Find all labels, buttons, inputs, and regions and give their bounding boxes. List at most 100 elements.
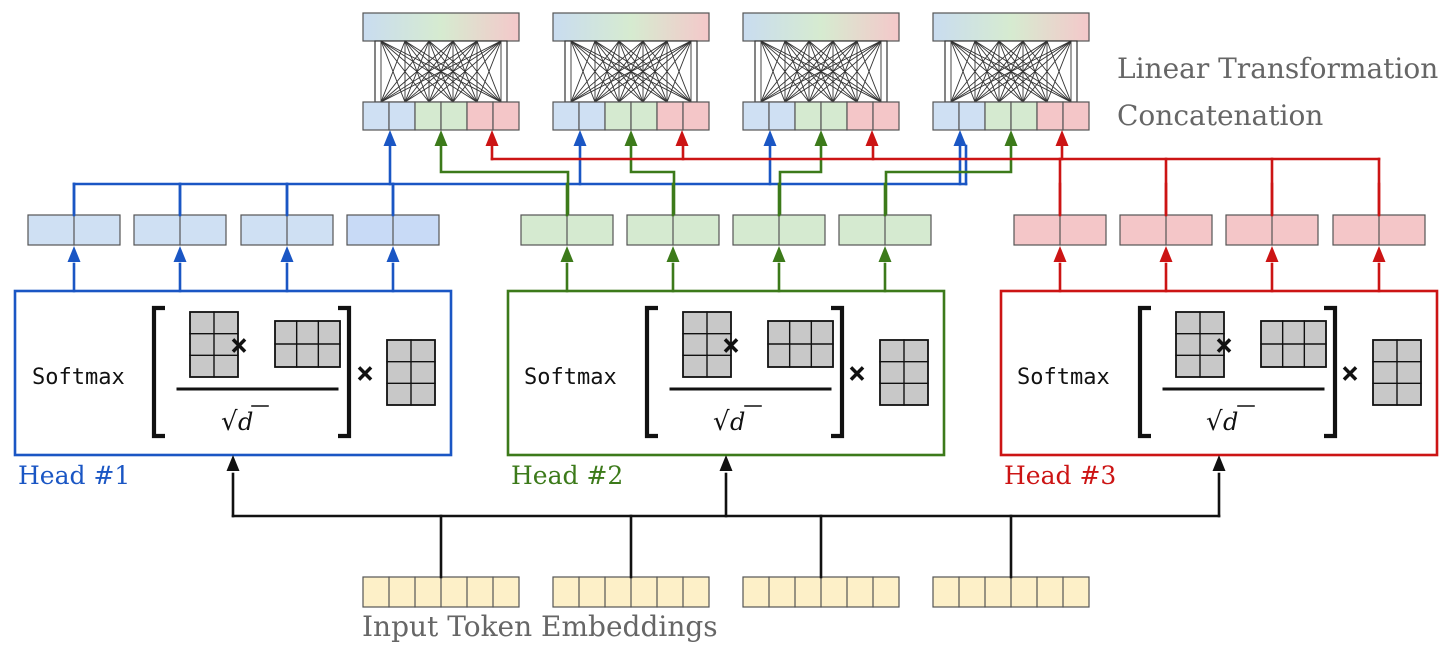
head-3-sqrt-icon: √ [1206,407,1223,437]
block-1-fully-connected-icon [374,40,508,103]
head-3-multiply-icon-outer: × [1341,356,1359,391]
head-2-multiply-icon-outer: × [848,356,866,391]
block-4-concat-cell [958,101,986,131]
head-1-softmax: Softmax [32,365,125,390]
block-1-weight-line [380,40,478,103]
linear-concat-group [362,12,1090,146]
head-2-route-1 [439,146,570,215]
head-1-output-arrow-icon [173,246,187,262]
head-1-multiply-icon-outer: × [356,356,374,391]
block-4-green-arrow-icon [1004,130,1018,146]
concatenation-label: Concatenation [1117,99,1323,132]
block-1-weight-line [452,40,502,103]
head-outputs-group [27,182,1426,293]
head-2-input-arrow-icon [719,455,733,471]
block-2-concat-cell [656,101,684,131]
head-3-softmax: Softmax [1017,365,1110,390]
block-3-red-arrow-icon [865,130,879,146]
block-2-weight-line [570,40,596,103]
block-3-concat-cell [794,101,822,131]
block-1-green-arrow-icon [434,130,448,146]
block-1-weight-line [380,40,502,103]
block-1-concat-cell [388,101,416,131]
block-2-weight-line [594,40,692,103]
block-4-weight-line [950,40,1024,103]
head-3-output-arrow-icon [1053,246,1067,262]
head-2-route-3 [778,146,823,215]
block-2-concat-cell [604,101,632,131]
linear-transformation-label: Linear Transformation [1117,52,1438,85]
block-2-green-arrow-icon [624,130,638,146]
block-1-weight-line [380,40,406,103]
block-2-weight-line [570,40,644,103]
head-1-left-bracket-icon [151,305,165,439]
block-1-blue-arrow-icon [383,130,397,146]
block-3-weight-line [760,40,858,103]
block-4-concat-cell [932,101,960,131]
head-3-multiply-icon: × [1215,328,1233,363]
head-1-right-bracket-icon [338,305,352,439]
block-2-blue-arrow-icon [573,130,587,146]
head-1-input-arrow-icon [226,455,240,471]
connectors-group [72,144,1381,579]
block-3-concat-cell [768,101,796,131]
block-3-weight-line [832,40,882,103]
head-2-output-arrow-icon [878,246,892,262]
block-1-linear-output [362,12,520,42]
block-3-concat-cell [820,101,848,131]
block-3-fully-connected-icon [754,40,888,103]
head-3-label: Head #3 [1004,461,1116,490]
input-token-embeddings-label: Input Token Embeddings [362,610,718,643]
head-2-output-arrow-icon [666,246,680,262]
block-2-concat-cell [578,101,606,131]
block-4-fully-connected-icon [944,40,1078,103]
block-4-weight-line [950,40,1000,103]
head-2-sqrt-icon: √ [713,407,730,437]
block-1-weight-line [380,40,430,103]
block-3-green-arrow-icon [814,130,828,146]
block-4-weight-line [950,40,976,103]
head-1-denominator: d [238,408,253,436]
block-3-weight-line [760,40,834,103]
block-3-weight-line [760,40,810,103]
block-1-weight-line [404,40,502,103]
block-4-weight-line [950,40,1072,103]
block-3-weight-line [784,40,882,103]
block-2-weight-line [618,40,692,103]
block-4-weight-line [950,40,1048,103]
head-1-multiply-icon: × [230,328,248,363]
head-2-softmax: Softmax [524,365,617,390]
block-2-weight-line [642,40,692,103]
block-2-concat-cell [630,101,658,131]
block-4-weight-line [1046,40,1072,103]
head-1-output-arrow-icon [67,246,81,262]
heads-group [13,289,1439,457]
head-3-output-arrow-icon [1372,246,1386,262]
head-2-multiply-icon: × [722,328,740,363]
head-1-output-arrow-icon [386,246,400,262]
head-1-output-arrow-icon [280,246,294,262]
block-3-weight-line [856,40,882,103]
block-4-weight-line [1022,40,1072,103]
head-2-left-bracket-icon [644,305,658,439]
block-4-concat-cell [984,101,1012,131]
block-1-red-arrow-icon [485,130,499,146]
block-2-weight-line [570,40,620,103]
block-4-red-arrow-icon [1055,130,1069,146]
block-1-weight-line [476,40,502,103]
head-3-denominator: d [1223,408,1238,436]
head-2-route-4 [884,146,1013,215]
head-2-route-2 [629,146,676,215]
block-1-weight-line [428,40,502,103]
head-1-label: Head #1 [18,461,130,490]
block-2-concat-cell [682,101,710,131]
block-3-weight-line [808,40,882,103]
block-3-concat-cell [846,101,874,131]
block-1-concat-cell [466,101,494,131]
block-1-weight-line [380,40,454,103]
block-1-concat-cell [414,101,442,131]
block-1-concat-cell [492,101,520,131]
block-4-concat-cell [1036,101,1064,131]
block-2-linear-output [552,12,710,42]
